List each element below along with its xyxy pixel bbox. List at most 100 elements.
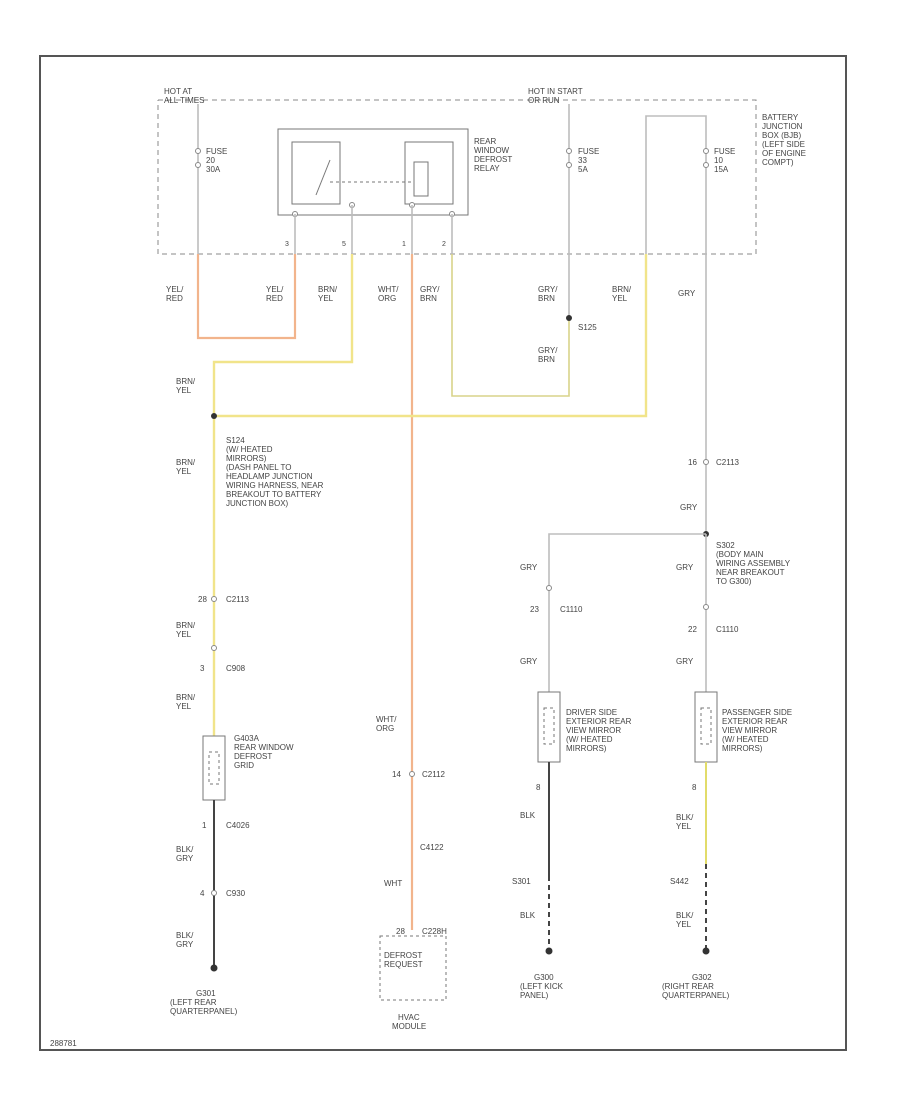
svg-text:BLK/: BLK/	[176, 931, 194, 940]
splice-s125-label: S125	[578, 323, 597, 332]
svg-text:BLK/: BLK/	[176, 845, 194, 854]
svg-text:(LEFT KICK: (LEFT KICK	[520, 982, 564, 991]
svg-text:REQUEST: REQUEST	[384, 960, 423, 969]
ground-g302	[702, 947, 710, 955]
svg-text:RED: RED	[166, 294, 183, 303]
svg-text:C930: C930	[226, 889, 246, 898]
svg-text:3: 3	[285, 241, 289, 248]
svg-text:WHT: WHT	[384, 879, 402, 888]
rear-window-defrost-relay: REAR WINDOW DEFROST RELAY 3 5 1 2	[277, 128, 512, 254]
svg-text:S302: S302	[716, 541, 735, 550]
svg-text:EXTERIOR REAR: EXTERIOR REAR	[566, 717, 632, 726]
svg-text:2: 2	[442, 241, 446, 248]
svg-text:BRN/: BRN/	[176, 458, 196, 467]
passenger-side-mirror: PASSENGER SIDE EXTERIOR REAR VIEW MIRROR…	[694, 691, 792, 763]
fuse-20: FUSE 20 30A	[195, 104, 227, 254]
svg-text:GRY: GRY	[520, 657, 538, 666]
svg-text:G301: G301	[196, 989, 216, 998]
hvac-labels: WHT/ ORG 14 C2112 C4122 WHT 28 C228H	[376, 715, 447, 936]
svg-text:30A: 30A	[206, 165, 221, 174]
svg-text:GRY/: GRY/	[420, 285, 440, 294]
right-ground-labels: 8 8 BLK BLK/ YEL S301 S442 BLK BLK/ YEL	[512, 783, 697, 929]
svg-text:5: 5	[342, 241, 346, 248]
splice-s124	[211, 413, 217, 419]
svg-text:BOX (BJB): BOX (BJB)	[762, 131, 801, 140]
svg-text:DRIVER SIDE: DRIVER SIDE	[566, 708, 617, 717]
left-labels: BRN/ YEL S124 (W/ HEATED MIRRORS) (DASH …	[176, 377, 324, 711]
svg-text:DEFROST: DEFROST	[234, 752, 272, 761]
svg-text:8: 8	[536, 783, 541, 792]
svg-text:EXTERIOR REAR: EXTERIOR REAR	[722, 717, 788, 726]
ground-g300-label: G300 (LEFT KICK PANEL)	[520, 973, 564, 1000]
wire-gry-driver	[548, 533, 706, 692]
svg-text:S442: S442	[670, 877, 689, 886]
svg-text:WIRING ASSEMBLY: WIRING ASSEMBLY	[716, 559, 791, 568]
svg-text:YEL: YEL	[612, 294, 628, 303]
svg-text:WINDOW: WINDOW	[474, 146, 510, 155]
svg-text:YEL: YEL	[676, 822, 692, 831]
svg-text:YEL: YEL	[676, 920, 692, 929]
svg-text:GRY: GRY	[520, 563, 538, 572]
fuse-10: FUSE 10 15A	[645, 115, 735, 254]
hvac-module: DEFROST REQUEST HVAC MODULE	[379, 935, 447, 1031]
svg-text:HEADLAMP JUNCTION: HEADLAMP JUNCTION	[226, 472, 313, 481]
svg-text:GRY: GRY	[676, 563, 694, 572]
svg-text:C1110: C1110	[560, 605, 583, 614]
svg-text:ORG: ORG	[378, 294, 396, 303]
svg-text:BLK/: BLK/	[676, 813, 694, 822]
svg-text:23: 23	[530, 605, 539, 614]
svg-text:HVAC: HVAC	[398, 1013, 420, 1022]
svg-text:GRY: GRY	[176, 854, 194, 863]
svg-text:1: 1	[202, 821, 207, 830]
svg-text:G302: G302	[692, 973, 712, 982]
hot-in-start-label-2: OR RUN	[528, 96, 560, 105]
svg-text:MIRRORS): MIRRORS)	[226, 454, 267, 463]
svg-text:JUNCTION: JUNCTION	[762, 122, 803, 131]
svg-text:(W/ HEATED: (W/ HEATED	[566, 735, 613, 744]
svg-text:33: 33	[578, 156, 587, 165]
svg-text:TO G300): TO G300)	[716, 577, 752, 586]
svg-text:BRN: BRN	[420, 294, 437, 303]
svg-text:5A: 5A	[578, 165, 588, 174]
svg-text:BLK/: BLK/	[676, 911, 694, 920]
svg-text:WHT/: WHT/	[378, 285, 399, 294]
fuse-33: FUSE 33 5A	[566, 104, 599, 318]
svg-text:G403A: G403A	[234, 734, 260, 743]
svg-text:PANEL): PANEL)	[520, 991, 549, 1000]
svg-text:8: 8	[692, 783, 697, 792]
svg-text:RED: RED	[266, 294, 283, 303]
svg-text:COMPT): COMPT)	[762, 158, 794, 167]
svg-text:28: 28	[198, 595, 207, 604]
svg-text:YEL: YEL	[318, 294, 334, 303]
svg-text:G300: G300	[534, 973, 554, 982]
ground-g301-label: G301 (LEFT REAR QUARTERPANEL)	[170, 989, 238, 1016]
svg-text:15A: 15A	[714, 165, 729, 174]
svg-text:MODULE: MODULE	[392, 1022, 426, 1031]
hot-at-all-times-label-2: ALL TIMES	[164, 96, 204, 105]
svg-text:10: 10	[714, 156, 723, 165]
svg-text:VIEW MIRROR: VIEW MIRROR	[722, 726, 777, 735]
svg-text:C228H: C228H	[422, 927, 447, 936]
svg-text:S124: S124	[226, 436, 245, 445]
svg-text:22: 22	[688, 625, 697, 634]
svg-text:(LEFT REAR: (LEFT REAR	[170, 998, 217, 1007]
wire-labels-top: YEL/ RED YEL/ RED BRN/ YEL WHT/ ORG GRY/…	[166, 285, 696, 364]
diagram-frame	[39, 55, 847, 1051]
svg-text:GRY: GRY	[678, 289, 696, 298]
svg-text:(DASH PANEL TO: (DASH PANEL TO	[226, 463, 292, 472]
svg-text:C1110: C1110	[716, 625, 739, 634]
svg-text:BRN: BRN	[538, 294, 555, 303]
bjb-label: BATTERY JUNCTION BOX (BJB) (LEFT SIDE OF…	[762, 113, 806, 167]
svg-text:4: 4	[200, 889, 205, 898]
svg-text:RELAY: RELAY	[474, 164, 500, 173]
svg-text:FUSE: FUSE	[578, 147, 599, 156]
svg-text:14: 14	[392, 770, 401, 779]
wire-brn-yel-relay	[212, 254, 354, 416]
svg-text:BATTERY: BATTERY	[762, 113, 799, 122]
ground-g300	[545, 947, 553, 955]
svg-text:GRY/: GRY/	[538, 285, 558, 294]
svg-text:C908: C908	[226, 664, 246, 673]
svg-text:YEL: YEL	[176, 702, 192, 711]
ground-g302-label: G302 (RIGHT REAR QUARTERPANEL)	[662, 973, 730, 1000]
svg-text:JUNCTION BOX): JUNCTION BOX)	[226, 499, 289, 508]
